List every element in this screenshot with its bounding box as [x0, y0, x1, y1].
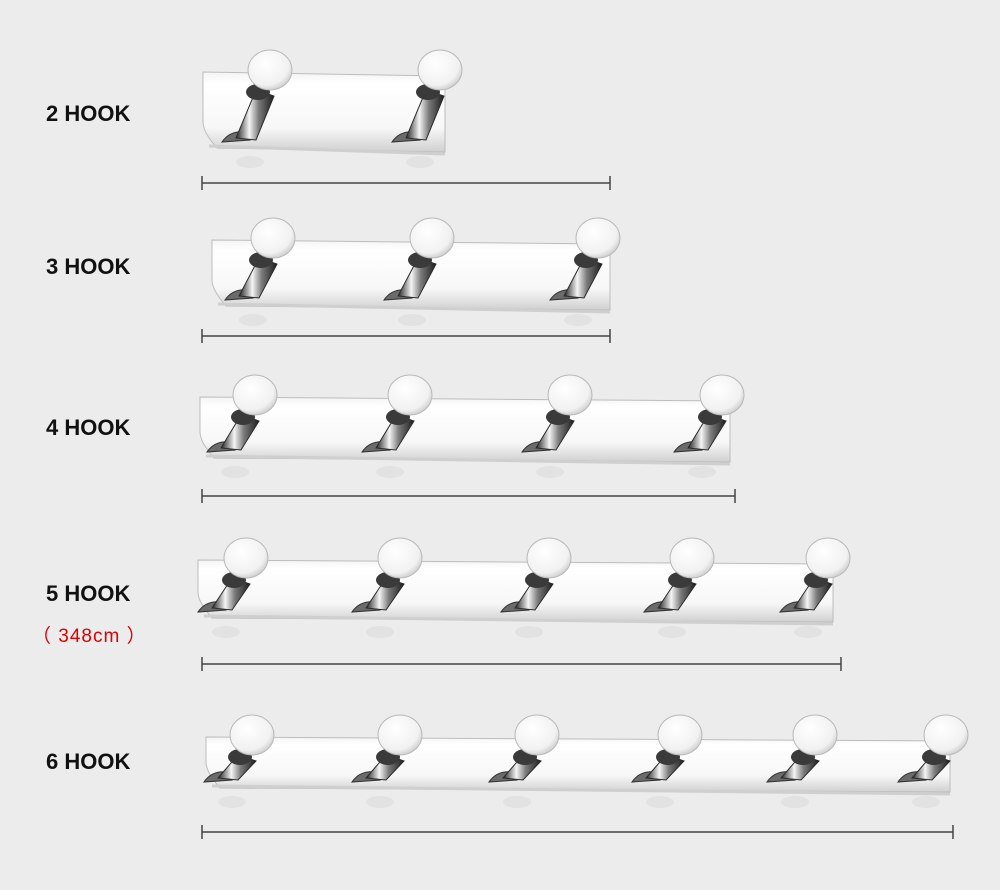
hook-knob [223, 537, 269, 579]
hook-knob [232, 374, 278, 416]
hook-knob [377, 714, 423, 756]
hook-knob [792, 714, 838, 756]
hook-knob [805, 537, 851, 579]
hook-knob [669, 537, 715, 579]
dimension-line-3 [201, 329, 611, 343]
size-note: （ 348cm ） [32, 626, 147, 647]
hook-knob [387, 374, 433, 416]
hook [488, 714, 560, 808]
hook-knob [417, 49, 463, 91]
hook [673, 374, 745, 478]
hook [766, 714, 838, 808]
row-label-6-hook: 6 HOOK [46, 749, 131, 774]
hook-knob [514, 714, 560, 756]
hook-knob [250, 217, 296, 259]
row-label-5-hook: 5 HOOK [46, 581, 131, 606]
hook [521, 374, 593, 478]
hook [643, 537, 715, 638]
hook-rack-5 [197, 537, 851, 638]
hook [351, 714, 423, 808]
hook-rack-2 [202, 49, 463, 168]
hook-rack-3 [211, 217, 621, 326]
hook [383, 217, 455, 326]
dimension-line-5 [201, 657, 842, 671]
hook-knob [923, 714, 969, 756]
hook [897, 714, 969, 808]
hook [631, 714, 703, 808]
dimension-line-6 [201, 825, 954, 839]
dimension-line-2 [201, 176, 611, 190]
hook-knob [657, 714, 703, 756]
hook [779, 537, 851, 638]
hook-knob [547, 374, 593, 416]
hook-knob [377, 537, 423, 579]
hook-knob [247, 49, 293, 91]
hook [391, 49, 463, 168]
hook-knob [229, 714, 275, 756]
hook [224, 217, 296, 326]
hook [351, 537, 423, 638]
hook [361, 374, 433, 478]
hook-knob [526, 537, 572, 579]
hook-rack-4 [199, 374, 745, 478]
dimension-line-4 [201, 489, 736, 503]
hook [197, 537, 269, 638]
hook [549, 217, 621, 326]
hook [206, 374, 278, 478]
row-label-2-hook: 2 HOOK [46, 101, 131, 126]
hook [500, 537, 572, 638]
hook-knob [409, 217, 455, 259]
hook-knob [575, 217, 621, 259]
hook-knob [699, 374, 745, 416]
row-label-3-hook: 3 HOOK [46, 254, 131, 279]
hook-rack-6 [203, 714, 969, 808]
hook [203, 714, 275, 808]
row-label-4-hook: 4 HOOK [46, 415, 131, 440]
hook [221, 49, 293, 168]
